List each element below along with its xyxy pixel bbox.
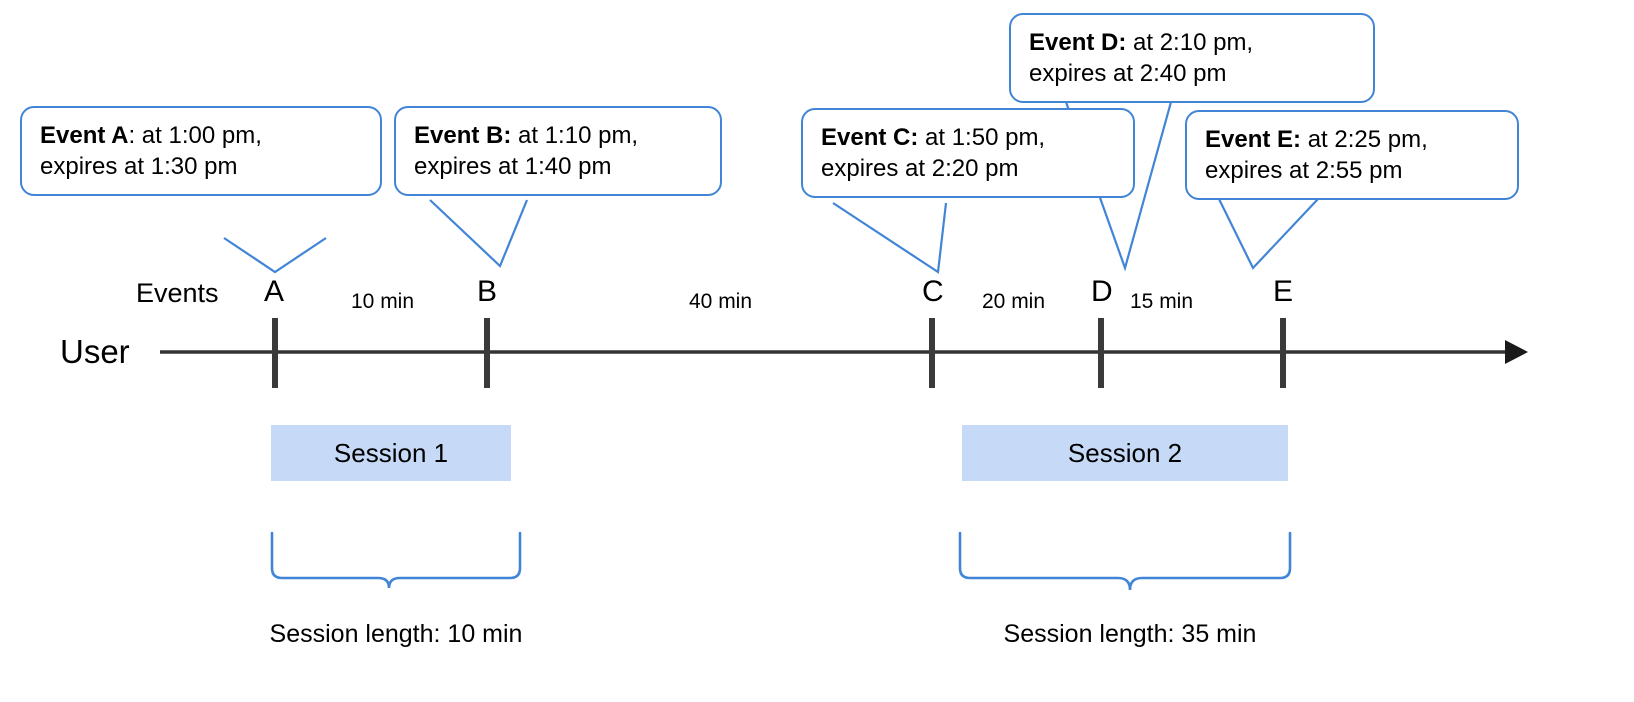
callout-event-d-sep: :	[1118, 29, 1127, 56]
callout-event-c-line2: expires at 2:20 pm	[821, 155, 1019, 183]
callout-event-d-title: Event D	[1029, 29, 1119, 56]
callout-event-e-start: at 2:25 pm,	[1301, 126, 1428, 153]
session-box-1[interactable]: Session 1	[271, 425, 511, 481]
callout-event-b-start: at 1:10 pm,	[511, 122, 639, 149]
callout-event-d-start: at 2:10 pm,	[1126, 29, 1254, 56]
tick-label-c: C	[922, 275, 944, 308]
gap-label-d-e: 15 min	[1130, 290, 1194, 313]
callout-event-e-sep: :	[1293, 126, 1302, 153]
connector-event-a	[223, 237, 327, 274]
callout-event-c-line1: Event C: at 1:50 pm,	[821, 122, 1117, 153]
gap-label-a-b: 10 min	[351, 290, 415, 313]
session-length-label-2: Session length: 35 min	[1003, 620, 1257, 648]
callout-event-c-sep: :	[910, 124, 919, 151]
session-box-2[interactable]: Session 2	[962, 425, 1288, 481]
callout-event-c-title: Event C	[821, 124, 911, 151]
callout-event-e[interactable]: Event E: at 2:25 pm, expires at 2:55 pm	[1185, 110, 1519, 201]
gap-label-b-c: 40 min	[689, 290, 753, 313]
gap-label-c-d: 20 min	[982, 290, 1046, 313]
callout-event-c[interactable]: Event C: at 1:50 pm, expires at 2:20 pm	[801, 108, 1135, 199]
connector-event-c	[832, 202, 948, 274]
callout-event-b-line1: Event B: at 1:10 pm,	[414, 120, 704, 151]
session-box-2-label: Session 2	[1067, 437, 1183, 468]
callout-event-b-line2: expires at 1:40 pm	[414, 153, 612, 181]
tick-label-d: D	[1091, 275, 1113, 308]
callout-event-d-line2: expires at 2:40 pm	[1029, 60, 1227, 88]
tick-label-e: E	[1273, 275, 1294, 308]
callout-event-a[interactable]: Event A: at 1:00 pm, expires at 1:30 pm	[20, 106, 382, 197]
session-box-1-label: Session 1	[333, 437, 449, 468]
connector-event-b	[429, 199, 529, 268]
callout-event-b-title: Event B	[414, 122, 504, 149]
callout-event-a-line2: expires at 1:30 pm	[40, 153, 238, 181]
axis-lane-label: User	[60, 333, 130, 370]
session-length-label-1: Session length: 10 min	[269, 620, 523, 648]
callout-event-e-line2: expires at 2:55 pm	[1205, 157, 1403, 185]
callout-event-a-sep: :	[128, 122, 136, 149]
axis-row-label: Events	[136, 278, 219, 308]
callout-event-a-line1: Event A: at 1:00 pm,	[40, 120, 364, 151]
connector-event-e	[1218, 198, 1319, 270]
callout-event-d-line1: Event D: at 2:10 pm,	[1029, 27, 1357, 58]
tick-label-b: B	[477, 275, 498, 308]
callout-event-a-title: Event A	[40, 122, 129, 149]
callout-event-b-sep: :	[503, 122, 512, 149]
callout-event-a-start: at 1:00 pm,	[135, 122, 262, 149]
tick-label-a: A	[264, 275, 285, 308]
callout-event-b[interactable]: Event B: at 1:10 pm, expires at 1:40 pm	[394, 106, 722, 197]
callout-event-e-title: Event E	[1205, 126, 1294, 153]
callout-event-c-start: at 1:50 pm,	[918, 124, 1046, 151]
callout-event-e-line1: Event E: at 2:25 pm,	[1205, 124, 1501, 155]
callout-event-d[interactable]: Event D: at 2:10 pm, expires at 2:40 pm	[1009, 13, 1375, 104]
